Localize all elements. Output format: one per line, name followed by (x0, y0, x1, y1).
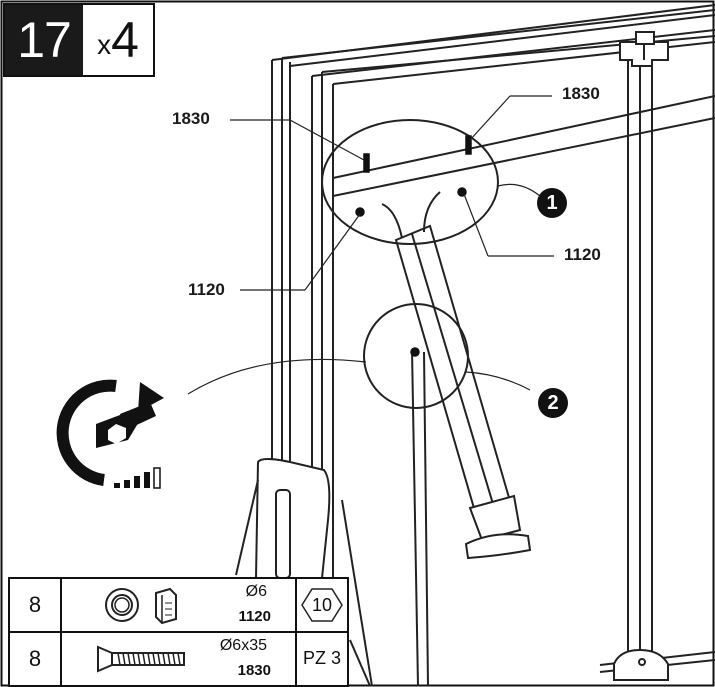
step-marker-2: 2 (538, 388, 568, 418)
step-header: 17 x 4 (3, 3, 155, 77)
step-repeat-count: x 4 (83, 5, 153, 75)
tool-cell: 10 (295, 577, 349, 633)
callout-mid-right: 1120 (564, 245, 601, 264)
part-spec: Ø6 (245, 583, 267, 600)
step-times-count: 4 (111, 12, 139, 68)
parts-table: 8 Ø6 1120 (8, 577, 349, 687)
part-code: 1830 (237, 662, 271, 679)
tool-cell: PZ 3 (295, 631, 349, 687)
torque-wrench-tighten-icon (56, 379, 164, 489)
part-cell: Ø6 1120 (60, 577, 297, 633)
callout-mid-left: 1120 (188, 280, 225, 299)
support-leg (381, 191, 532, 687)
parts-row: 8 (8, 631, 349, 687)
callout-top-left: 1830 (172, 109, 210, 128)
countersunk-bolt-icon (97, 645, 185, 673)
part-cell: Ø6x35 1830 (60, 631, 297, 687)
step-marker-1: 1 (537, 188, 567, 218)
detail-circle-1 (321, 119, 499, 245)
detail-circle-2 (363, 303, 469, 409)
step-times-symbol: x (97, 29, 112, 60)
hex-nut-and-washer-icon (105, 587, 177, 625)
tool-driver: PZ 3 (302, 648, 341, 668)
part-qty: 8 (8, 577, 62, 633)
callout-top-right: 1830 (562, 84, 600, 103)
parts-row: 8 Ø6 1120 (8, 577, 349, 633)
part-spec: Ø6x35 (219, 637, 267, 654)
hex-wrench-size-icon: 10 (300, 587, 344, 623)
post-clip (619, 31, 669, 67)
left-foot-stand (235, 458, 373, 687)
step-number: 17 (5, 5, 83, 75)
part-qty: 8 (8, 631, 62, 687)
tool-size: 10 (311, 595, 333, 615)
part-code: 1120 (238, 608, 271, 625)
post-foot (613, 648, 669, 681)
leader-lines (187, 95, 554, 395)
whiteboard-frame (271, 4, 715, 673)
